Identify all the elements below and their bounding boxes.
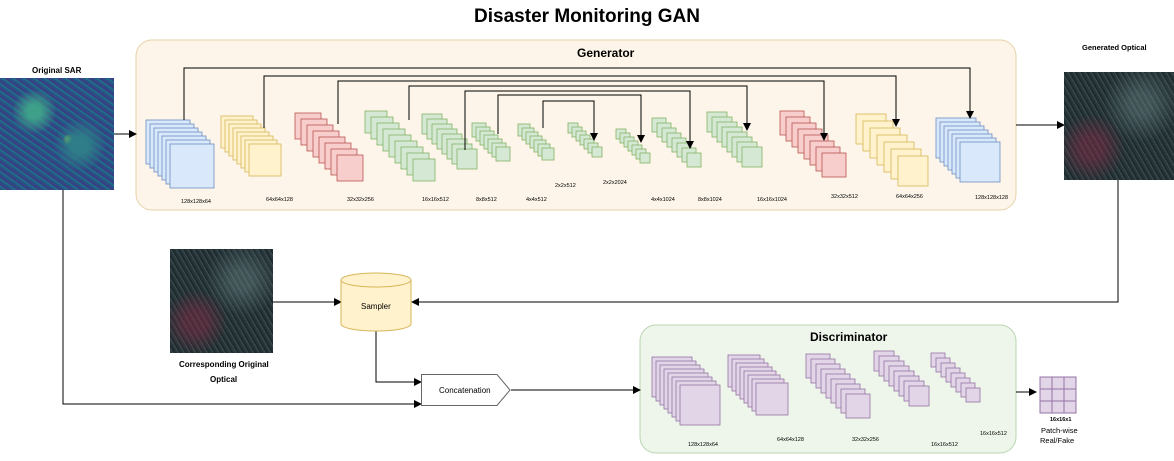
disc-block-label-3: 32x32x256 [852,437,879,443]
gen-block-12 [779,110,847,178]
real-fake-label: Real/Fake [1040,436,1075,445]
gen-block-4-layer [412,158,436,182]
corresponding-optical-label-line2: Optical [210,375,238,384]
concatenation-shape [421,374,511,406]
gen-block-1 [145,119,215,189]
skip-connection-1 [183,67,974,120]
sampler-label: Sampler [361,302,391,311]
gen-block-label-2: 64x64x128 [266,197,293,203]
generator-blocks [145,110,1001,189]
skip-connection-5 [464,90,694,150]
disc-block-3 [805,353,871,419]
gen-block-1-layer [169,143,215,189]
disc-block-5-layer [965,387,981,403]
gen-block-8 [567,122,603,158]
gen-block-label-13: 64x64x256 [896,194,923,200]
gen-block-label-9: 4x4x1024 [651,197,675,203]
skip-connection-2 [263,75,900,128]
sampler-body [340,280,412,332]
disc-block-3-layer [845,393,871,419]
discriminator-blocks [651,350,981,426]
concatenation-block [421,374,511,406]
corresponding-optical-label-line1: Corresponding Original [179,360,269,369]
disc-block-4 [873,350,930,407]
gen-block-10-layer [686,152,702,168]
flow-arrows [62,121,1119,408]
gen-block-14 [935,117,1001,183]
gen-block-2-layer [248,143,282,177]
gen-block-3-layer [336,154,364,182]
gen-block-8-layer [591,146,603,158]
gen-block-label-10: 8x8x1024 [698,197,722,203]
gen-block-label-1: 128x128x64 [181,199,211,205]
disc-block-4-layer [908,385,930,407]
gen-block-label-11: 16x16x1024 [757,197,787,203]
diagram-title: Disaster Monitoring GAN [474,6,700,27]
gen-block-6 [471,122,511,162]
gen-block-label-7: 2x2x512 [555,183,576,189]
disc-block-1 [651,356,721,426]
gen-block-13-layer [897,155,929,187]
gen-block-10 [651,117,702,168]
gen-block-11 [706,111,763,168]
generated-optical-label: Generated Optical [1082,43,1147,52]
gen-block-label-5: 8x8x512 [476,197,497,203]
patch-output-grid [1039,376,1077,414]
gen-block-9 [615,128,651,164]
disc-block-2 [727,354,789,416]
gen-block-3 [294,112,364,182]
gen-block-5-layer [456,148,478,170]
gen-block-label-8: 2x2x2024 [603,180,627,186]
gen-block-7-layer [541,147,555,161]
gen-block-label-14: 128x128x128 [975,195,1009,201]
disc-block-label-4: 16x16x512 [931,442,958,448]
gen-block-12-layer [821,152,847,178]
gen-block-5 [421,113,478,170]
arrow-generated-to-sampler [411,180,1119,306]
patch-wise-label: Patch-wise [1041,426,1078,435]
skip-connection-4 [408,85,751,131]
original-sar-label: Original SAR [32,66,82,75]
discriminator-title: Discriminator [810,330,888,344]
sampler-top [340,272,412,288]
disc-block-label-1: 128x128x64 [688,442,718,448]
gen-block-label-4: 16x16x512 [422,197,449,203]
original-sar-image [0,78,114,190]
skip-connection-7 [542,100,598,141]
gen-block-6-layer [495,146,511,162]
gen-block-9-layer [639,152,651,164]
disc-block-2-layer [755,382,789,416]
concatenation-label: Concatenation [439,386,491,395]
skip-connection-6 [497,94,645,143]
disc-block-label-5: 16x16x512 [980,431,1007,437]
gen-block-label-3: 32x32x256 [347,197,374,203]
skip-connections [183,67,974,150]
disc-block-1-layer [679,384,721,426]
disc-block-5 [930,352,981,403]
disc-block-label-2: 64x64x128 [777,437,804,443]
generated-optical-image [1064,72,1174,180]
gen-block-label-6: 4x4x512 [526,197,547,203]
skip-connection-3 [337,80,828,141]
arrow-sampler-to-concat [375,330,422,386]
gen-block-13 [855,113,929,187]
arrow-sar-to-concat [62,190,422,408]
sampler-cylinder [340,272,412,332]
gen-block-14-layer [959,141,1001,183]
gen-block-2 [220,115,282,177]
output-size-label: 16x16x1 [1050,417,1072,423]
gen-block-11-layer [741,146,763,168]
gen-block-4 [364,110,436,182]
gen-block-7 [517,123,555,161]
generator-title: Generator [577,46,635,60]
corresponding-optical-image [170,249,273,353]
gen-block-label-12: 32x32x512 [831,194,858,200]
